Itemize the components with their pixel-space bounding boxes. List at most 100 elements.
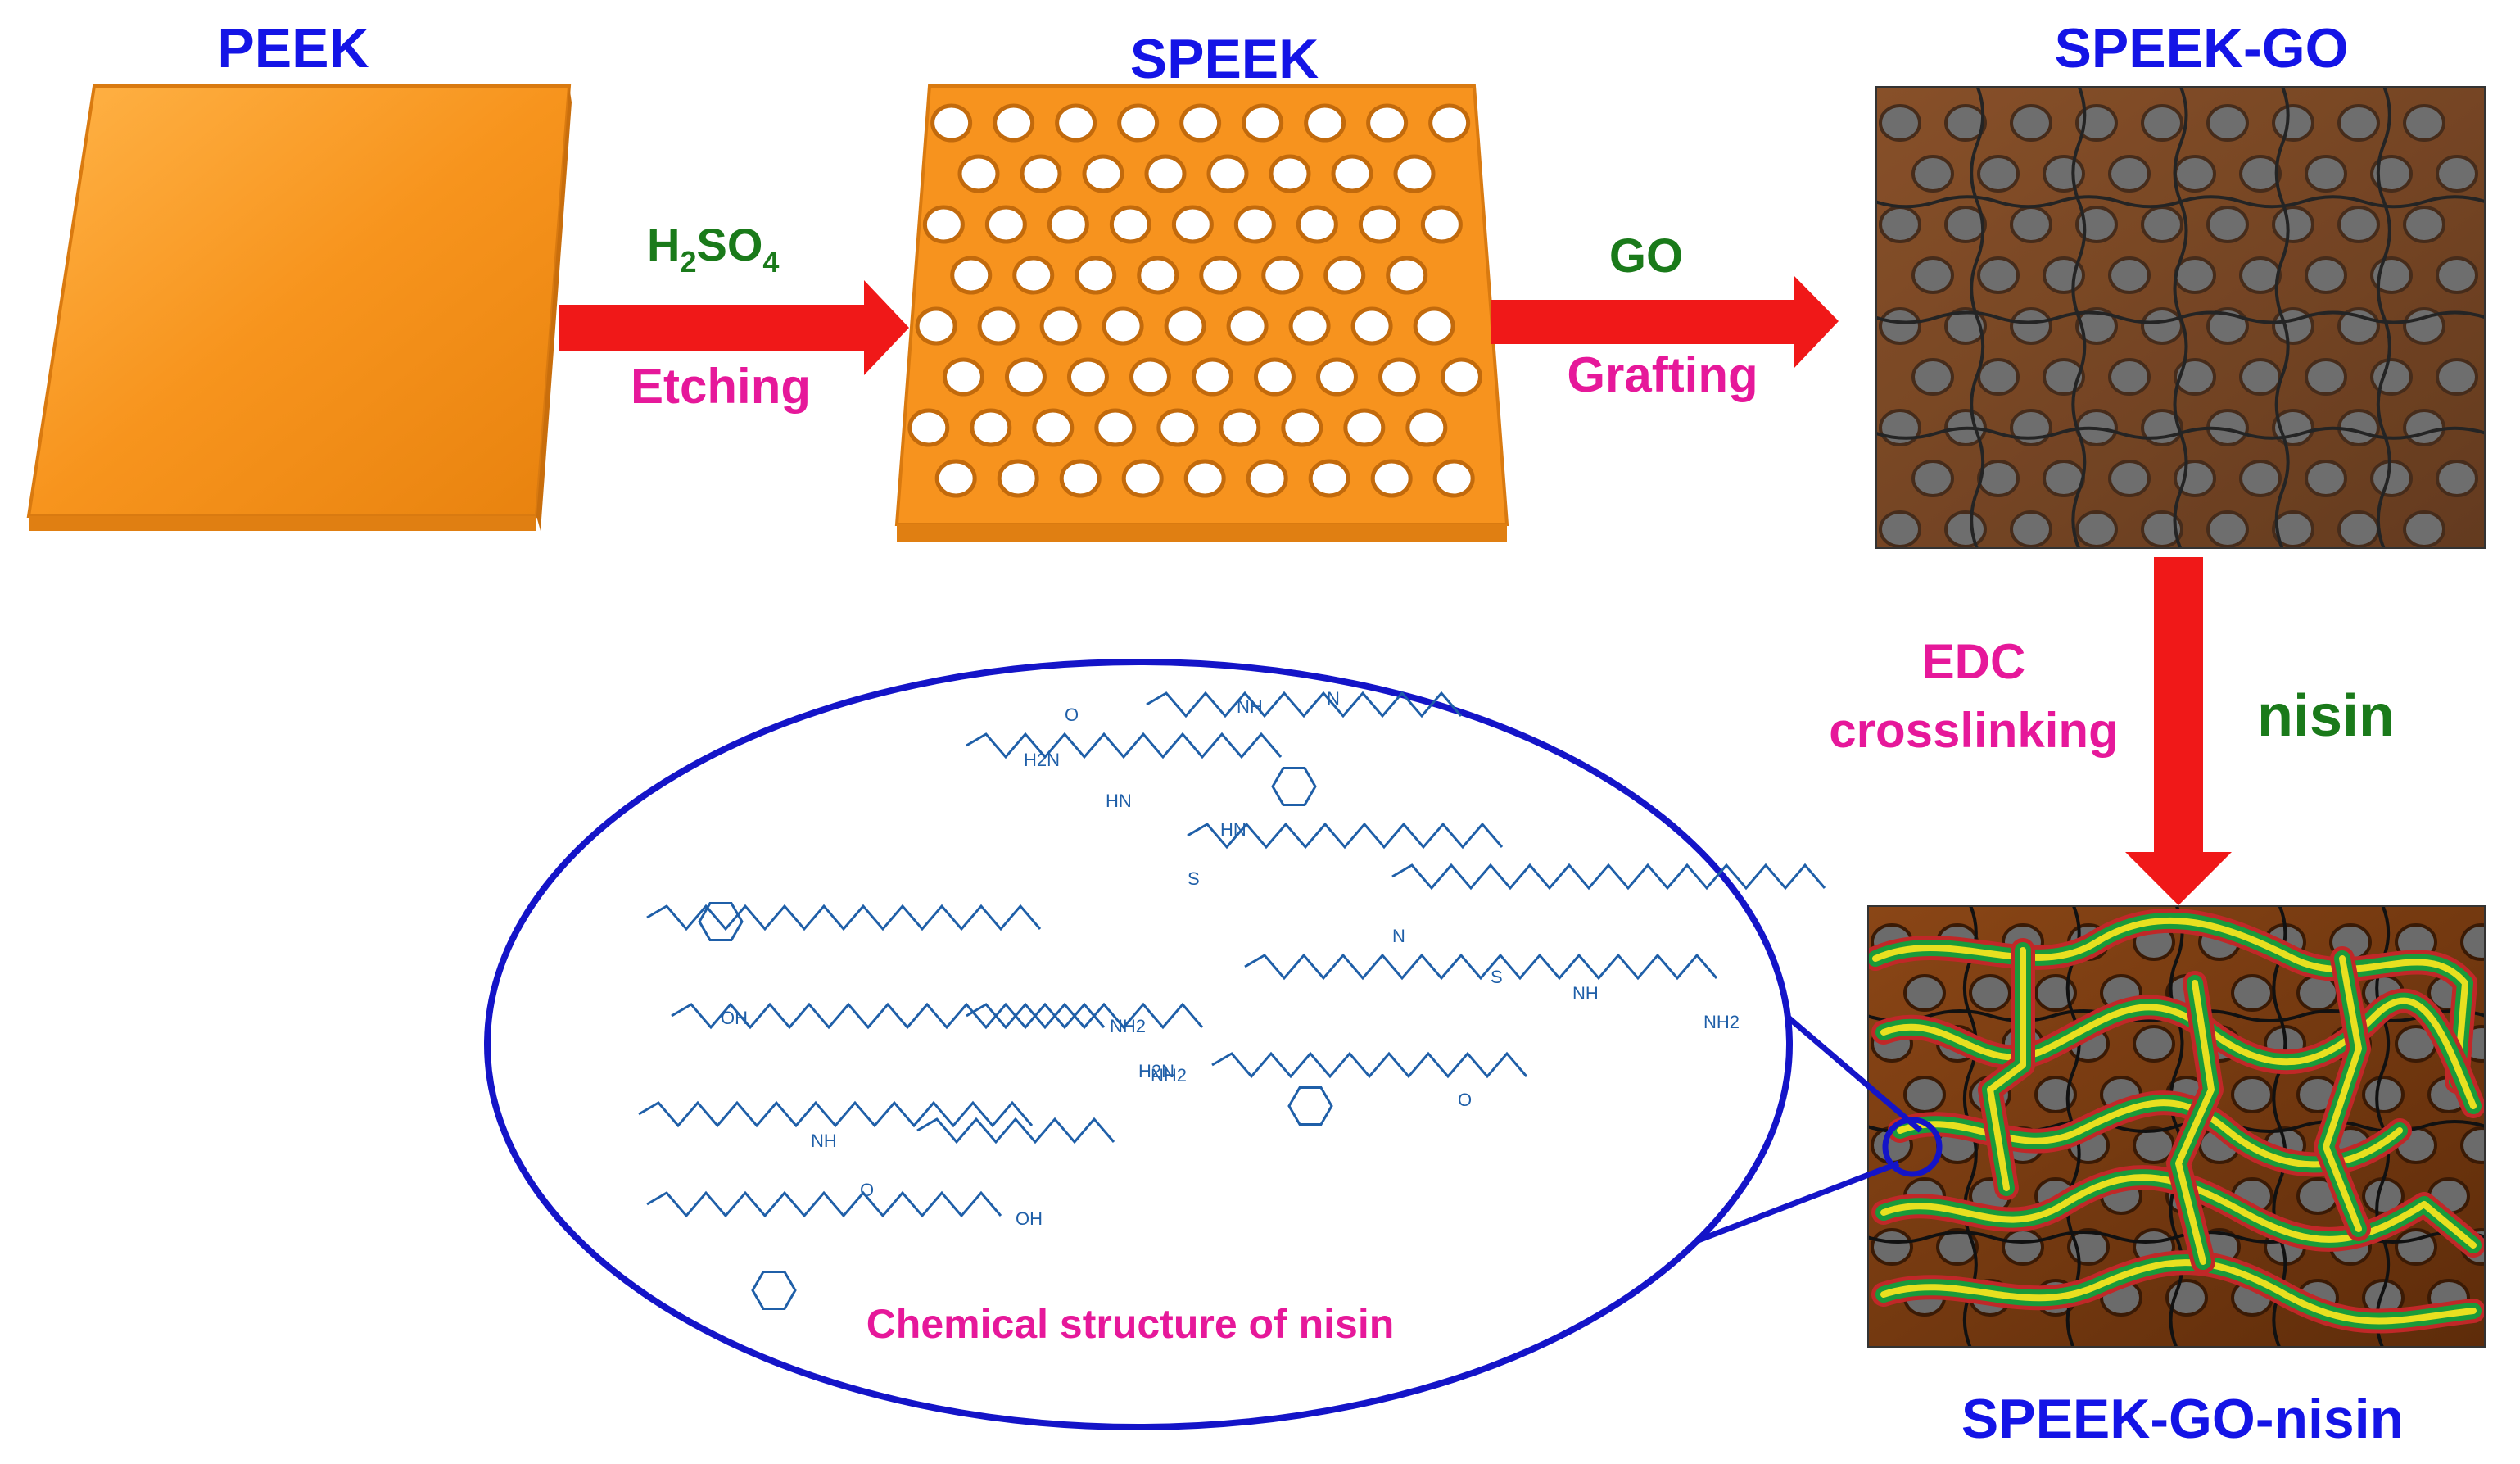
bond-chain	[1244, 953, 1718, 981]
pore	[2337, 104, 2380, 142]
pore	[1183, 459, 1226, 498]
pore	[2108, 358, 2151, 396]
pore	[2403, 307, 2445, 345]
pore	[997, 459, 1039, 498]
process-etching: Etching	[631, 359, 811, 414]
pore	[2075, 206, 2118, 243]
nisin-chain	[1871, 1250, 2486, 1334]
pore	[1350, 306, 1393, 346]
graphene-sheet-edge	[1970, 86, 1985, 549]
pore	[1903, 974, 1946, 1012]
pore	[1032, 408, 1075, 447]
pore	[1121, 459, 1164, 498]
pore	[1179, 103, 1222, 143]
pore	[2305, 358, 2347, 396]
process-grafting: Grafting	[1567, 347, 1758, 402]
pore	[1039, 306, 1082, 346]
pore	[1944, 510, 1987, 548]
atom-label: NH2	[1110, 1016, 1146, 1036]
pore	[2010, 510, 2052, 548]
process-crosslinking: crosslinking	[1829, 703, 2118, 758]
pore	[1432, 459, 1475, 498]
bond-chain	[916, 1117, 1115, 1144]
atom-label: HN	[1220, 819, 1246, 840]
pore	[2206, 510, 2249, 548]
pore	[1936, 1228, 1979, 1266]
pore	[922, 205, 965, 244]
pore	[1343, 408, 1386, 447]
atom-label: OH	[721, 1008, 748, 1028]
pore	[2133, 1025, 2175, 1063]
atom-label: OH	[1016, 1208, 1043, 1229]
pore	[1977, 358, 2020, 396]
pore	[2436, 460, 2478, 497]
pore	[2108, 155, 2151, 193]
pore	[1413, 306, 1455, 346]
pore	[2231, 974, 2273, 1012]
pore	[1171, 205, 1214, 244]
pore	[1903, 1076, 1946, 1113]
pore	[1281, 408, 1323, 447]
speek-label: SPEEK	[1130, 28, 1319, 90]
pore	[1378, 357, 1420, 397]
nisin-chain	[2166, 971, 2224, 1274]
peek-plate	[26, 84, 572, 531]
pore	[1405, 408, 1448, 447]
pore	[2239, 256, 2282, 294]
pore	[2460, 923, 2486, 961]
atom-label: H2N	[1138, 1061, 1174, 1081]
atom-label: O	[1458, 1090, 1472, 1110]
pore	[1020, 154, 1062, 193]
pore	[1911, 256, 1954, 294]
nisin-chain	[2314, 946, 2371, 1241]
pore	[984, 205, 1027, 244]
atom-label: NH	[811, 1131, 837, 1151]
speek-go-plate	[1875, 86, 2486, 549]
bond-chain	[966, 732, 1283, 759]
atom-label: S	[1188, 868, 1200, 889]
pore	[2337, 206, 2380, 243]
nisin-structure	[638, 691, 1826, 1311]
arrow-etching	[559, 280, 909, 375]
pore	[1082, 154, 1124, 193]
pore	[1879, 104, 1921, 142]
atom-label: H2N	[1024, 750, 1060, 770]
pore	[1323, 256, 1366, 295]
pore	[1226, 306, 1269, 346]
bond-chain	[1211, 1051, 1528, 1079]
pore	[1269, 154, 1311, 193]
pore	[1117, 103, 1160, 143]
atom-label: O	[1065, 705, 1079, 725]
pore	[1261, 256, 1304, 295]
pore	[1296, 205, 1338, 244]
ring	[1271, 766, 1317, 807]
pore	[1944, 307, 1987, 345]
pore	[2272, 206, 2314, 243]
zoom-ellipse	[484, 659, 1793, 1430]
zoom-circle	[1882, 1117, 1943, 1177]
pore	[2075, 307, 2118, 345]
graphene-sheet-edge	[2272, 905, 2287, 1348]
pore	[970, 408, 1012, 447]
pore	[1440, 357, 1482, 397]
atom-label: N	[1327, 688, 1340, 709]
pore	[2370, 460, 2413, 497]
pore	[1055, 103, 1097, 143]
process-edc: EDC	[1922, 634, 2026, 689]
pore	[1012, 256, 1055, 295]
pore	[1977, 155, 2020, 193]
nisin-chain	[1871, 1165, 2486, 1258]
pore	[1879, 307, 1921, 345]
pore	[1288, 306, 1331, 346]
pore	[2075, 510, 2118, 548]
pore	[1393, 154, 1436, 193]
pore	[1315, 357, 1358, 397]
pore	[1059, 459, 1102, 498]
pore	[1420, 205, 1463, 244]
speek-go-nisin-plate	[1867, 905, 2486, 1348]
ring	[698, 901, 744, 942]
pore	[2239, 155, 2282, 193]
pore	[2034, 1076, 2077, 1113]
graphene-sheet-edge	[1875, 195, 2486, 209]
